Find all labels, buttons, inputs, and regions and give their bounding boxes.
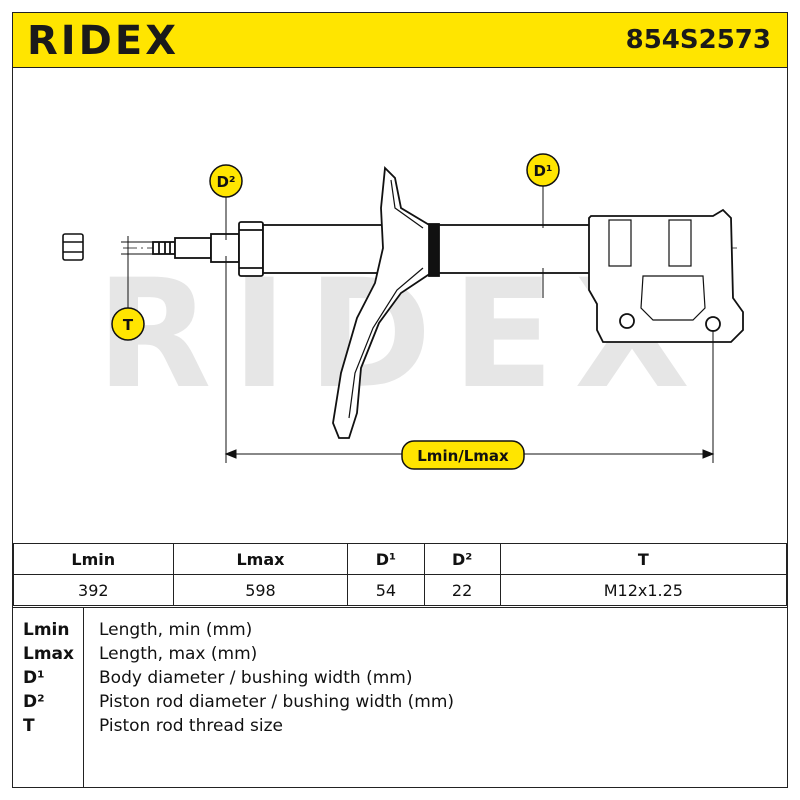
- legend-desc: Body diameter / bushing width (mm): [99, 668, 413, 688]
- legend-desc: Piston rod diameter / bushing width (mm): [99, 692, 455, 712]
- legend-item: D¹ Body diameter / bushing width (mm): [13, 668, 787, 692]
- label-d1-badge: D¹: [526, 153, 560, 187]
- technical-drawing: RIDEX: [62, 153, 744, 470]
- header-bar: RIDEX 854S2573: [13, 13, 787, 68]
- legend-item: Lmin Length, min (mm): [13, 620, 787, 644]
- label-length: Lmin/Lmax: [417, 447, 509, 465]
- specs-value-t: M12x1.25: [499, 574, 788, 606]
- part-number: 854S2573: [625, 25, 771, 55]
- label-d1: D¹: [533, 162, 552, 180]
- specs-value-d2: 22: [423, 574, 501, 606]
- specs-header-lmax: Lmax: [172, 543, 349, 575]
- specs-value-lmin: 392: [13, 574, 174, 606]
- legend-desc: Length, max (mm): [99, 644, 258, 664]
- specs-header-t: T: [499, 543, 788, 575]
- label-t-badge: T: [111, 307, 145, 341]
- legend-key: Lmin: [23, 620, 70, 640]
- brand-logo: RIDEX: [27, 18, 180, 64]
- legend-key: D²: [23, 692, 45, 712]
- label-length-badge: Lmin/Lmax: [401, 440, 525, 470]
- label-d2-badge: D²: [209, 164, 243, 198]
- specs-table: Lmin Lmax D¹ D² T 392 598 54 22 M12x1.25: [13, 543, 788, 606]
- specs-value-lmax: 598: [172, 574, 349, 606]
- legend: Lmin Length, min (mm) Lmax Length, max (…: [13, 607, 787, 788]
- specs-value-d1: 54: [347, 574, 425, 606]
- product-sheet: RIDEX 854S2573 RIDEX: [12, 12, 788, 788]
- legend-desc: Length, min (mm): [99, 620, 253, 640]
- legend-item: T Piston rod thread size: [13, 716, 787, 740]
- specs-header-d2: D²: [423, 543, 501, 575]
- label-t: T: [123, 316, 134, 334]
- legend-item: Lmax Length, max (mm): [13, 644, 787, 668]
- legend-desc: Piston rod thread size: [99, 716, 284, 736]
- specs-header-d1: D¹: [347, 543, 425, 575]
- label-d2: D²: [216, 173, 235, 191]
- legend-divider: [83, 608, 84, 788]
- specs-value-row: 392 598 54 22 M12x1.25: [13, 574, 788, 606]
- specs-header-row: Lmin Lmax D¹ D² T: [13, 543, 788, 575]
- legend-key: D¹: [23, 668, 45, 688]
- legend-item: D² Piston rod diameter / bushing width (…: [13, 692, 787, 716]
- legend-key: Lmax: [23, 644, 74, 664]
- hex-nut-icon: [62, 233, 84, 261]
- legend-key: T: [23, 716, 35, 736]
- shock-absorber-strut-icon: [123, 166, 744, 439]
- specs-header-lmin: Lmin: [13, 543, 174, 575]
